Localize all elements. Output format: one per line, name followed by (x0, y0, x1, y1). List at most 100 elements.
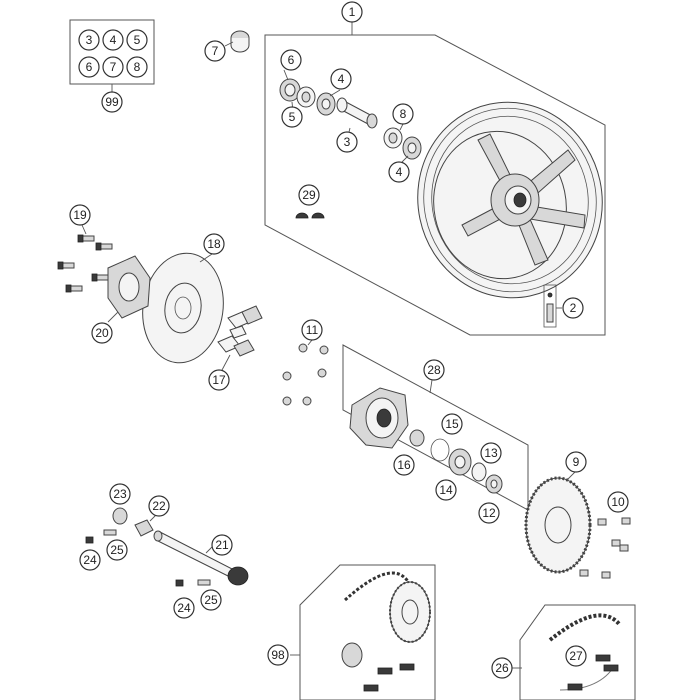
chain-kit-part-98[interactable] (341, 571, 431, 692)
svg-text:12: 12 (482, 506, 496, 520)
svg-text:11: 11 (306, 323, 319, 337)
svg-text:18: 18 (207, 237, 221, 251)
damper-rubbers-part-17[interactable] (217, 305, 263, 357)
screw-part-25-right[interactable] (197, 579, 211, 586)
nut-part-24-right[interactable] (175, 579, 184, 587)
svg-text:1: 1 (349, 5, 356, 19)
callout-4-b[interactable]: 4 (388, 161, 410, 183)
kit-99-grid-item[interactable]: 4 (102, 29, 124, 51)
spacer-part-3[interactable] (336, 97, 378, 129)
part-4b-leader (401, 155, 409, 163)
screw-part-25-left[interactable] (103, 529, 117, 536)
svg-text:24: 24 (83, 553, 97, 567)
part-28-leader (429, 379, 433, 394)
svg-text:25: 25 (110, 543, 124, 557)
svg-text:27: 27 (569, 649, 583, 663)
callout-4[interactable]: 4 (330, 68, 352, 90)
axle-part-21[interactable] (153, 530, 249, 586)
callout-23[interactable]: 23 (109, 483, 131, 505)
callout-6[interactable]: 6 (280, 49, 302, 71)
svg-text:8: 8 (400, 107, 407, 121)
callout-15[interactable]: 15 (441, 413, 463, 435)
callout-20[interactable]: 20 (91, 322, 113, 344)
callout-9[interactable]: 9 (565, 451, 587, 473)
svg-text:29: 29 (302, 188, 316, 202)
callout-16[interactable]: 16 (393, 454, 415, 476)
kit-99-group: 3 4 5 6 7 8 (69, 19, 155, 93)
callout-27[interactable]: 27 (565, 645, 587, 667)
part-20-leader (107, 311, 119, 323)
part-4-leader (329, 89, 341, 97)
callout-28[interactable]: 28 (423, 359, 445, 381)
svg-text:14: 14 (439, 483, 453, 497)
bearing-part-4-left[interactable] (316, 92, 336, 116)
seal-part-13[interactable] (471, 462, 487, 482)
svg-text:8: 8 (134, 60, 141, 74)
svg-text:23: 23 (113, 487, 127, 501)
callout-17[interactable]: 17 (208, 369, 230, 391)
part-17-leader (221, 354, 231, 371)
callout-1[interactable]: 1 (341, 1, 363, 23)
callout-14[interactable]: 14 (435, 479, 457, 501)
bearing-part-4-right[interactable] (402, 136, 422, 160)
callout-22[interactable]: 22 (148, 495, 170, 517)
part-7-leader (224, 41, 234, 47)
callout-2[interactable]: 2 (562, 297, 584, 319)
sprocket-carrier-part-28[interactable] (349, 387, 409, 449)
nut-part-24-left[interactable] (85, 536, 94, 544)
callout-21[interactable]: 21 (211, 534, 233, 556)
callout-24-b[interactable]: 24 (173, 597, 195, 619)
brake-disc-part-18[interactable] (136, 248, 231, 368)
svg-text:9: 9 (573, 455, 580, 469)
callout-11[interactable]: 11 (301, 319, 323, 341)
svg-text:17: 17 (212, 373, 226, 387)
callout-8[interactable]: 8 (392, 103, 414, 125)
callout-10[interactable]: 10 (607, 491, 629, 513)
kit-99-grid-item[interactable]: 7 (102, 56, 124, 78)
part-11-leader (307, 339, 313, 346)
callout-18[interactable]: 18 (203, 233, 225, 255)
spacer-part-16[interactable] (409, 429, 425, 447)
callout-3[interactable]: 3 (336, 131, 358, 153)
svg-text:6: 6 (86, 60, 93, 74)
callout-24[interactable]: 24 (79, 549, 101, 571)
svg-text:24: 24 (177, 601, 191, 615)
kit-99-grid-item[interactable]: 3 (78, 29, 100, 51)
kit-99-grid-item[interactable]: 6 (78, 56, 100, 78)
callout-29[interactable]: 29 (298, 184, 320, 206)
rear-sprocket-part-9[interactable] (524, 476, 592, 574)
callout-26[interactable]: 26 (491, 657, 513, 679)
callout-13[interactable]: 13 (480, 442, 502, 464)
spacer-part-12[interactable] (485, 474, 503, 494)
nuts-part-10[interactable] (579, 517, 631, 579)
callout-19[interactable]: 19 (69, 204, 91, 226)
nut-part-23[interactable] (112, 507, 128, 525)
part-19-leader (81, 224, 87, 235)
callout-25[interactable]: 25 (106, 539, 128, 561)
callout-7[interactable]: 7 (204, 40, 226, 62)
seal-part-6[interactable] (296, 86, 316, 108)
callout-99[interactable]: 99 (101, 91, 123, 113)
valve-part-2[interactable] (543, 284, 557, 328)
bolts-part-19[interactable] (57, 234, 113, 293)
part-22-leader (149, 514, 157, 522)
bearing-part-14[interactable] (448, 448, 472, 476)
rear-wheel-rim[interactable] (400, 85, 621, 315)
chain-adjuster-part-22[interactable] (134, 519, 154, 537)
balance-weight-part-29[interactable] (295, 212, 325, 219)
callout-98[interactable]: 98 (267, 644, 289, 666)
chain-frame (519, 604, 636, 700)
kit-99-grid-item[interactable]: 8 (126, 56, 148, 78)
kit-99-grid-item[interactable]: 5 (126, 29, 148, 51)
svg-text:3: 3 (344, 135, 351, 149)
svg-text:13: 13 (484, 446, 498, 460)
callout-25-b[interactable]: 25 (200, 589, 222, 611)
brake-disc-carrier-part-20[interactable] (107, 255, 151, 319)
master-link-part-27[interactable] (567, 654, 619, 691)
circlip-part-15[interactable] (430, 438, 450, 462)
callout-12[interactable]: 12 (478, 502, 500, 524)
spacer-part-7[interactable] (230, 30, 250, 53)
washer-part-8[interactable] (383, 127, 403, 149)
callout-5[interactable]: 5 (281, 106, 303, 128)
nuts-part-11[interactable] (282, 343, 329, 406)
